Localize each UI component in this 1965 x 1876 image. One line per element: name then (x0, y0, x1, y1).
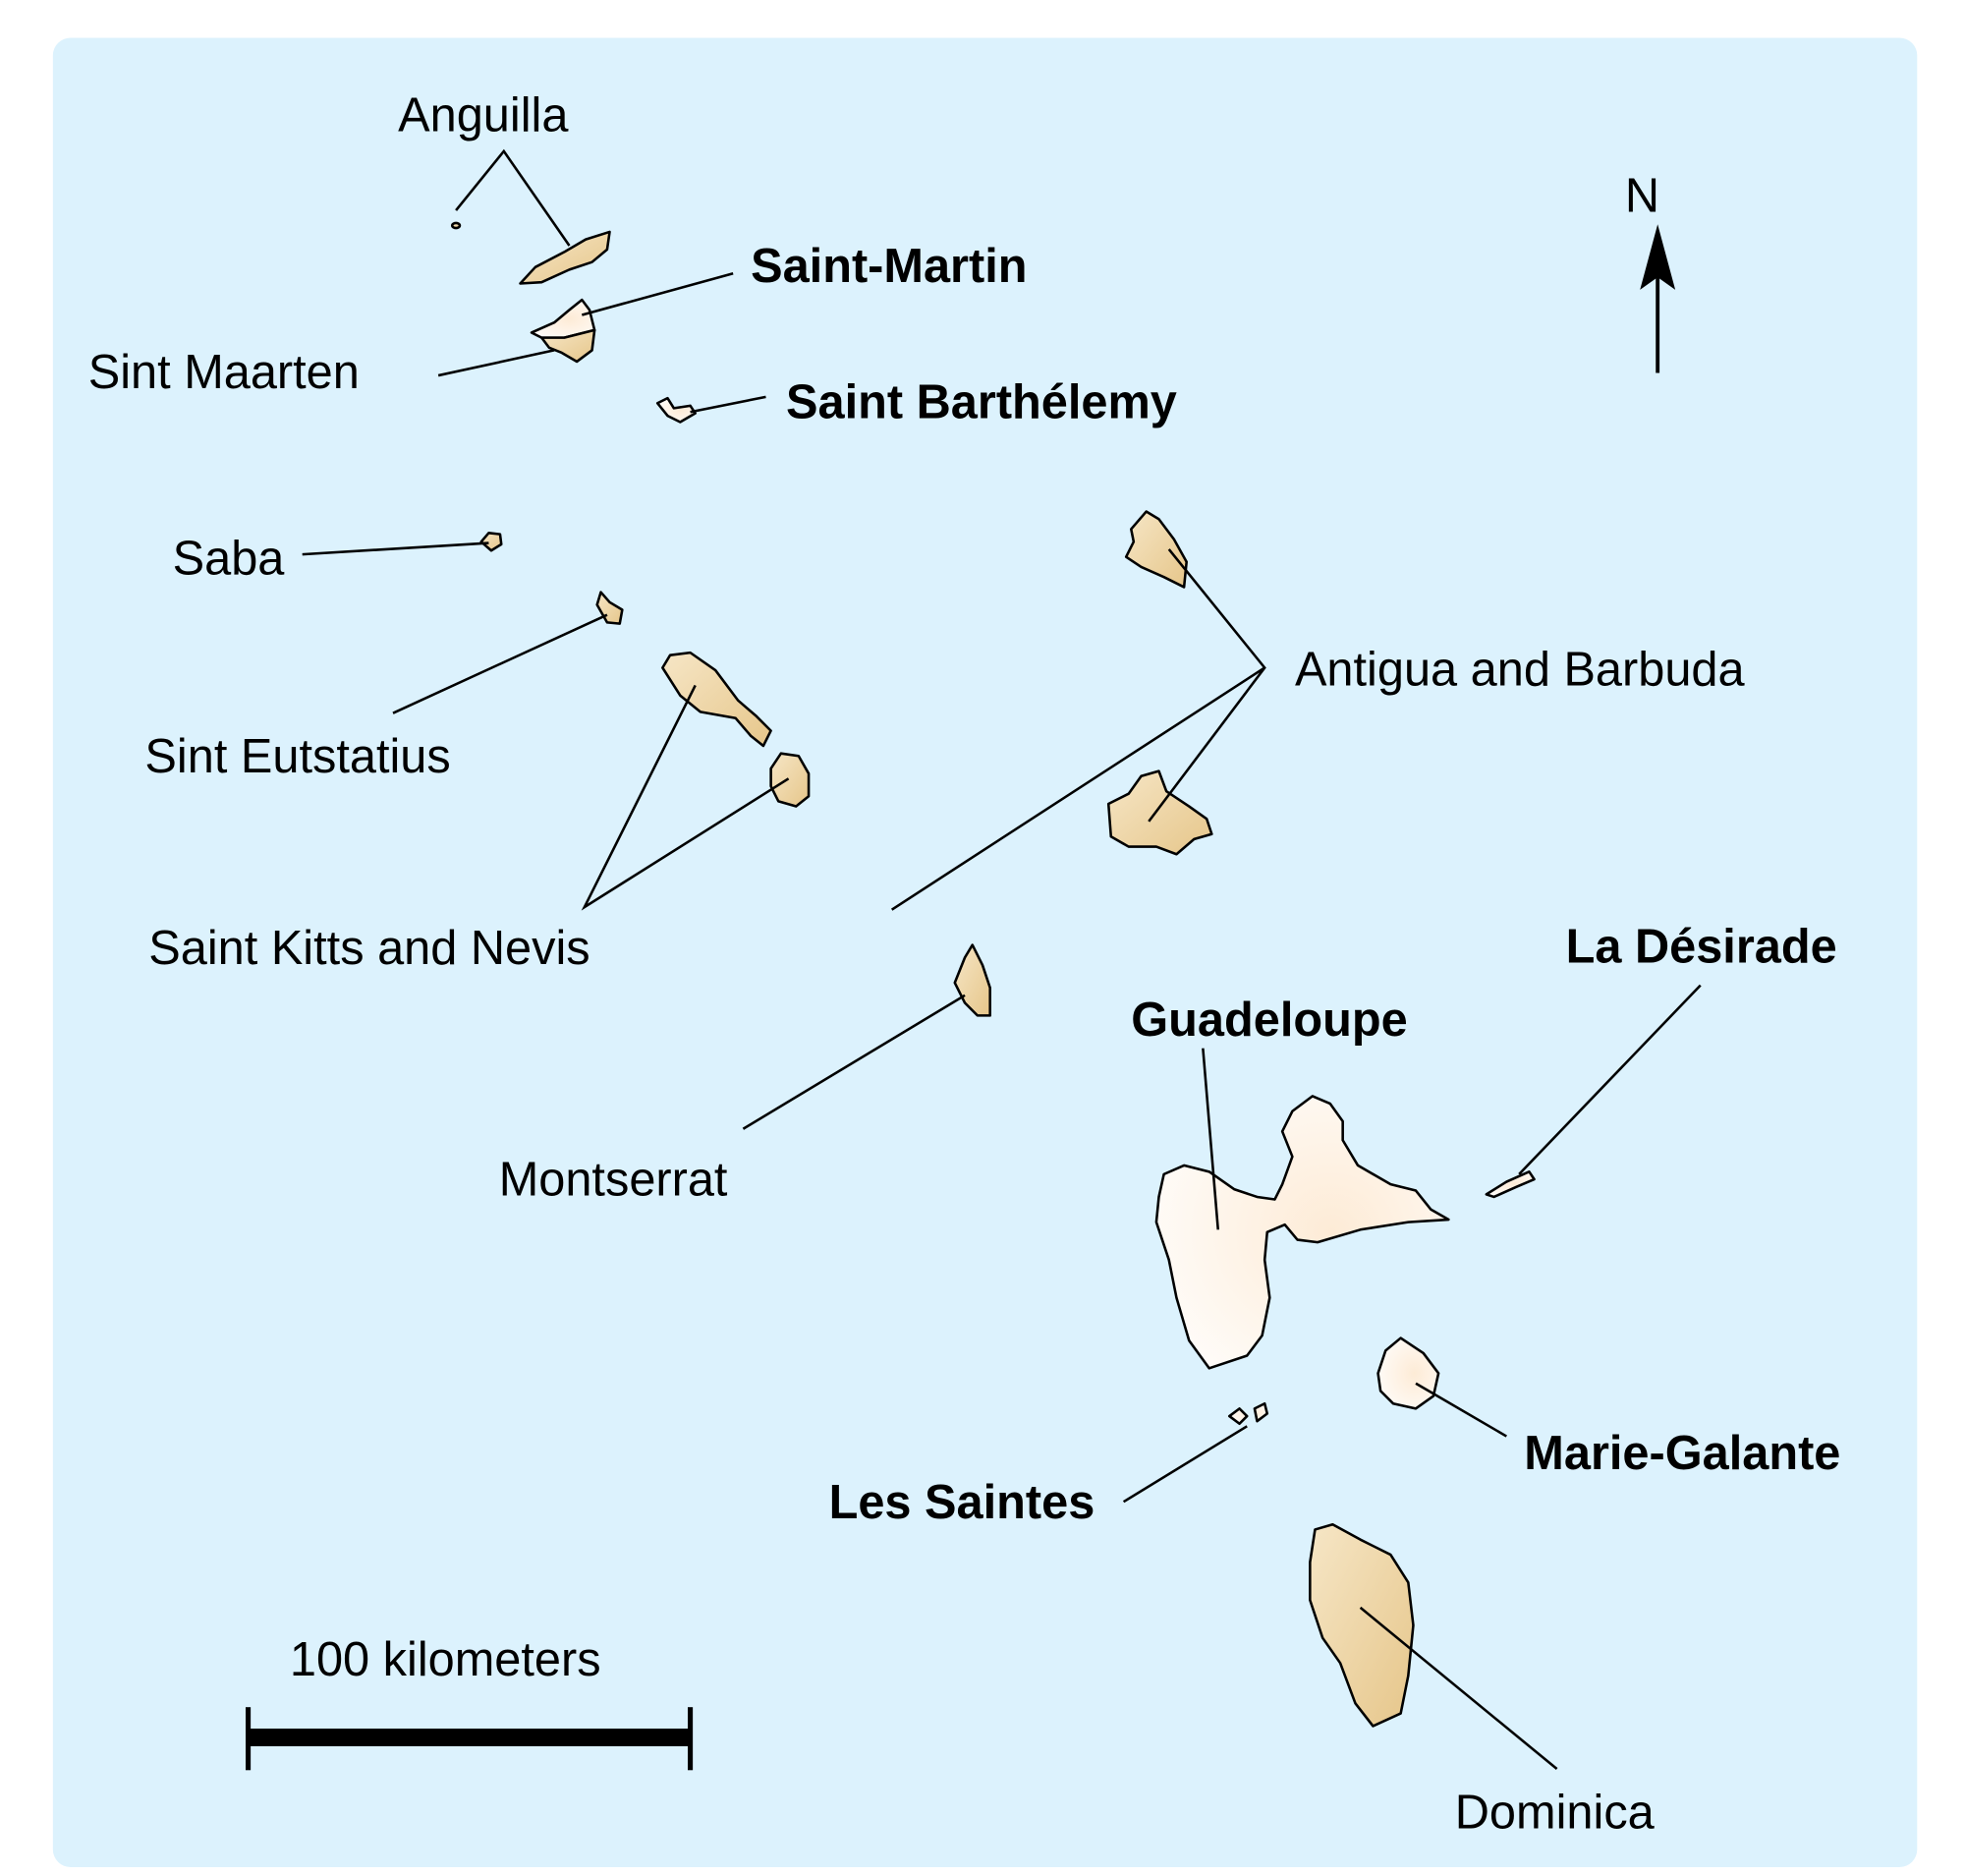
label-guadeloupe: Guadeloupe (1131, 994, 1407, 1047)
label-la-desirade: La Désirade (1566, 920, 1837, 973)
island-sint-maarten (540, 328, 596, 364)
label-sint-eustatius: Sint Eutstatius (144, 730, 450, 783)
island-anguilla-small (450, 221, 462, 230)
scale-bar-label: 100 kilometers (290, 1633, 601, 1686)
label-antigua-barbuda: Antigua and Barbuda (1295, 643, 1746, 696)
island-marie-galante (1376, 1336, 1440, 1410)
label-sint-maarten: Sint Maarten (88, 346, 360, 399)
leader-saint-barthelemy (690, 395, 766, 414)
label-montserrat: Montserrat (499, 1154, 728, 1207)
label-les-saintes: Les Saintes (829, 1476, 1095, 1529)
compass-label: N (1625, 169, 1659, 222)
leader-anguilla (455, 148, 571, 247)
island-saba (479, 532, 503, 552)
island-antigua (1106, 769, 1213, 856)
label-saint-martin: Saint-Martin (751, 240, 1027, 293)
leader-les-saintes (1122, 1425, 1248, 1504)
sea (52, 37, 1918, 1868)
leader-sint-eustatius (392, 613, 608, 714)
island-saint-barthelemy (655, 396, 697, 424)
island-saint-kitts (661, 651, 772, 748)
leader-montserrat (742, 994, 966, 1130)
label-saint-kitts-nevis: Saint Kitts and Nevis (148, 922, 590, 975)
leader-sint-maarten (437, 349, 555, 377)
leader-saint-martin (581, 271, 734, 316)
label-anguilla: Anguilla (398, 88, 569, 142)
leader-dominica (1359, 1606, 1558, 1771)
scale-bar (246, 1707, 694, 1771)
island-les-saintes (1228, 1401, 1269, 1426)
island-la-desirade (1485, 1170, 1536, 1199)
island-nevis (769, 752, 811, 808)
leader-guadeloupe (1202, 1048, 1220, 1230)
island-guadeloupe (1154, 1095, 1450, 1370)
leader-la-desirade (1518, 984, 1702, 1175)
island-barbuda (1124, 510, 1188, 589)
label-marie-galante: Marie-Galante (1524, 1427, 1840, 1480)
leader-marie-galante (1415, 1382, 1507, 1438)
label-dominica: Dominica (1455, 1786, 1656, 1839)
leader-saba (302, 541, 489, 556)
leader-saint-kitts-nevis (581, 684, 790, 911)
island-dominica (1309, 1523, 1415, 1728)
leader-antigua-barbuda (890, 548, 1266, 911)
label-saba: Saba (173, 533, 286, 586)
island-anguilla (519, 230, 611, 285)
label-saint-barthelemy: Saint Barthélemy (786, 376, 1177, 429)
island-montserrat (953, 943, 991, 1017)
north-arrow-icon (1640, 224, 1676, 373)
